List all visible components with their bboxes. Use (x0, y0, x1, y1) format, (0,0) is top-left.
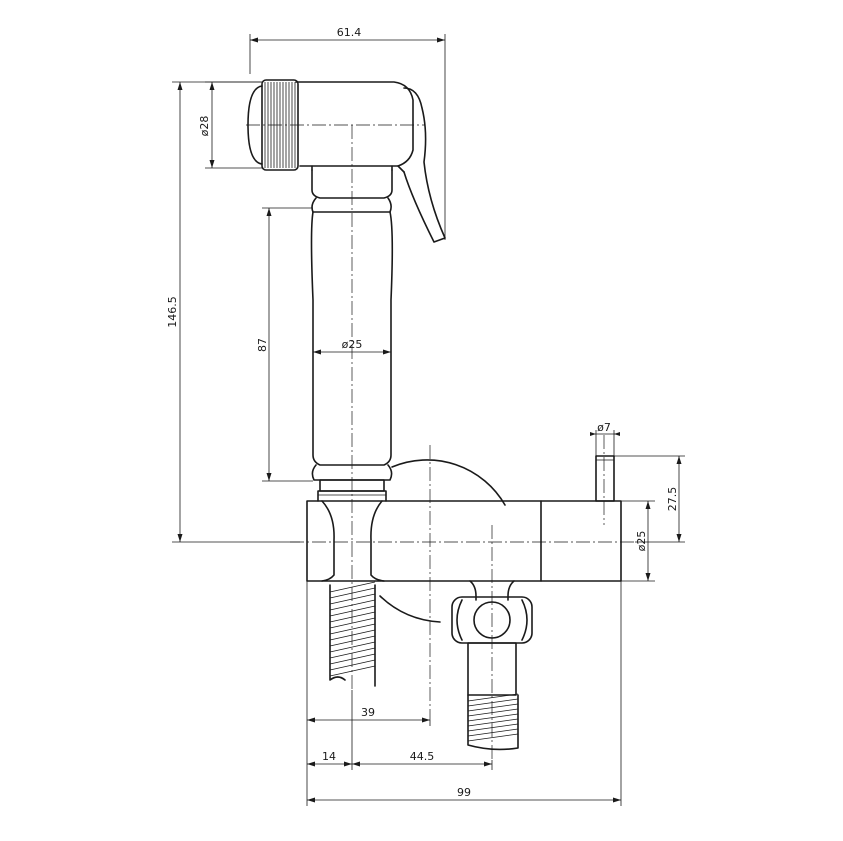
dim-label-top-width: 61.4 (337, 26, 362, 39)
dim-pin-diameter (590, 430, 620, 456)
dim-label-flange-offset: 14 (322, 750, 336, 763)
dim-handle-length (262, 207, 313, 482)
dim-pin-height (614, 455, 685, 543)
dim-label-wall-offset: 39 (361, 706, 375, 719)
dim-flange-offset (307, 761, 352, 767)
hose-nut (451, 596, 533, 696)
hose-left (329, 581, 376, 687)
dim-label-overall-width: 99 (457, 786, 471, 799)
pin (595, 455, 615, 502)
dim-overall-width (307, 797, 621, 803)
wall-flange (379, 459, 506, 623)
dim-extension-lines (306, 581, 622, 806)
dim-label-pin-height: 27.5 (666, 487, 679, 512)
valve-body (306, 490, 622, 601)
dim-label-handle-diameter: ø25 (342, 338, 363, 351)
dim-wall-offset (307, 717, 430, 723)
dim-total-height (172, 81, 300, 543)
dim-handle-diameter (313, 349, 391, 355)
dim-label-pin-diameter: ø7 (597, 421, 611, 434)
dim-label-spray-head: ø28 (198, 116, 211, 137)
dim-label-total-height: 146.5 (166, 296, 179, 328)
dim-label-valve-diameter: ø25 (635, 531, 648, 552)
dim-outlet-spacing (352, 761, 492, 767)
spray-head (247, 79, 446, 243)
hose-right (467, 693, 519, 751)
dim-top-width (249, 34, 446, 240)
dim-label-handle-length: 87 (256, 338, 269, 352)
dim-valve-diameter (621, 500, 655, 582)
dim-label-outlet-spacing: 44.5 (410, 750, 435, 763)
center-lines (246, 124, 635, 760)
handle (310, 169, 394, 492)
